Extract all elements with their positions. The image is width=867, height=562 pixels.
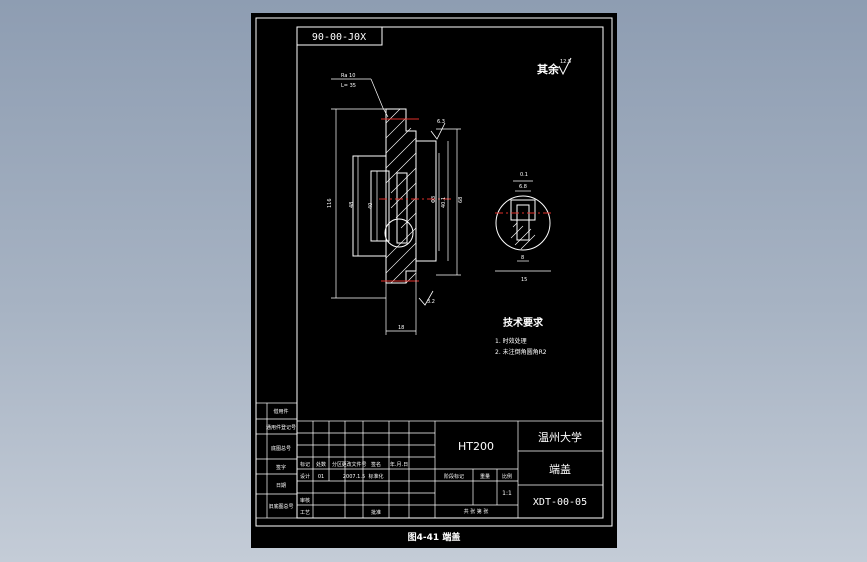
- other-row-1: 工艺: [300, 510, 310, 516]
- section-hatch: [385, 108, 417, 284]
- stage-header-1: 重量: [480, 473, 490, 480]
- side-outer-circle: [495, 195, 551, 251]
- part-name: 端盖: [549, 462, 571, 476]
- corner-code: 90-00-J0X: [312, 32, 366, 43]
- sign-row-1: 01: [318, 474, 324, 480]
- rev-header-0: 标记: [300, 461, 310, 468]
- boss-outline: [415, 140, 437, 262]
- tech-title: 技术要求: [503, 316, 544, 329]
- school: 温州大学: [538, 430, 582, 444]
- callout-top-2: L= 35: [341, 83, 356, 89]
- roughness-top: 6.3: [437, 119, 445, 125]
- stage-header-0: 阶段标记: [444, 473, 464, 480]
- left-col-0: 借用件: [273, 408, 288, 415]
- sign-row-2: 2007.1.5: [343, 474, 365, 480]
- side-hatch: [510, 222, 536, 250]
- callout-top-1: Ra 10: [341, 73, 355, 79]
- material: HT200: [458, 440, 494, 453]
- detail-circle: [384, 218, 414, 248]
- figure-caption: 图4-41 端盖: [408, 531, 461, 543]
- drawing-number: XDT-00-05: [533, 497, 587, 508]
- dim-inner-vertical: 48: [349, 202, 355, 208]
- left-col-5: 旧底图总号: [268, 503, 293, 510]
- side-slot: [510, 199, 536, 221]
- surface-note: 其余: [537, 62, 560, 76]
- inner-border: [296, 26, 604, 519]
- dim-right-outer: 68: [458, 197, 464, 203]
- tech-item-1: 1. 时效处理: [495, 337, 527, 345]
- other-row-0: 审核: [300, 497, 310, 504]
- sign-row-3: 标准化: [368, 473, 383, 480]
- recess-outline: [352, 155, 387, 257]
- dim-right-small-2: 40.1: [441, 197, 447, 208]
- left-col-2: 底图总号: [271, 445, 291, 452]
- section-view: 6.3 3.2 Ra 10 L= 35 116 48 40 Φ3 40.1 68…: [327, 73, 464, 335]
- side-dim-slot: 6.8: [519, 184, 527, 190]
- groove-outline: [396, 172, 408, 244]
- scale: 1:1: [502, 490, 512, 497]
- roughness-bottom-icon: [418, 290, 434, 306]
- left-col-1: 通用件登记号: [266, 424, 296, 431]
- rev-header-1: 处数: [316, 461, 326, 468]
- side-dimension-lines: [495, 180, 551, 272]
- dimension-lines: [331, 78, 461, 335]
- bore-outline: [370, 170, 390, 242]
- flange-outline: [385, 108, 417, 284]
- dim-bore-vertical: 40: [368, 203, 374, 209]
- rev-header-4: 签名: [371, 461, 381, 468]
- title-block-grid: [296, 420, 604, 519]
- roughness-symbol-icon: [558, 57, 572, 76]
- sheets-label: 共 张 第 张: [464, 508, 489, 515]
- side-dim-top: 0.1: [520, 172, 528, 178]
- cad-drawing: 90-00-J0X 其余 12.5: [255, 17, 613, 543]
- left-col-4: 日期: [276, 483, 286, 489]
- dim-left-vertical: 116: [327, 198, 333, 208]
- dim-right-small: Φ3: [431, 196, 437, 203]
- surface-symbol-value: 12.5: [560, 59, 571, 65]
- roughness-bottom: 3.2: [427, 299, 435, 305]
- drawing-sheet: 90-00-J0X 其余 12.5: [251, 13, 617, 548]
- side-view: 0.1 6.8 15 8: [495, 172, 553, 283]
- left-col-3: 签字: [276, 464, 286, 471]
- side-dim-small: 8: [521, 255, 524, 261]
- roughness-top-icon: [430, 122, 446, 140]
- outer-border: [255, 17, 613, 527]
- rev-header-3: 更改文件号: [341, 461, 366, 468]
- side-dim-bottom: 15: [521, 277, 527, 283]
- rev-header-5: 年.月.日: [390, 461, 408, 468]
- corner-code-box: [296, 26, 383, 46]
- side-key: [516, 204, 530, 241]
- tech-item-2: 2. 未注倒角圆角R2: [495, 348, 547, 356]
- dim-bottom-width: 18: [398, 325, 404, 331]
- stage-header-2: 比例: [502, 473, 512, 480]
- sign-row-0: 设计: [300, 473, 310, 480]
- other-row-2: 批准: [371, 509, 381, 516]
- left-column-grid: [255, 402, 298, 519]
- rev-header-2: 分区: [332, 461, 342, 468]
